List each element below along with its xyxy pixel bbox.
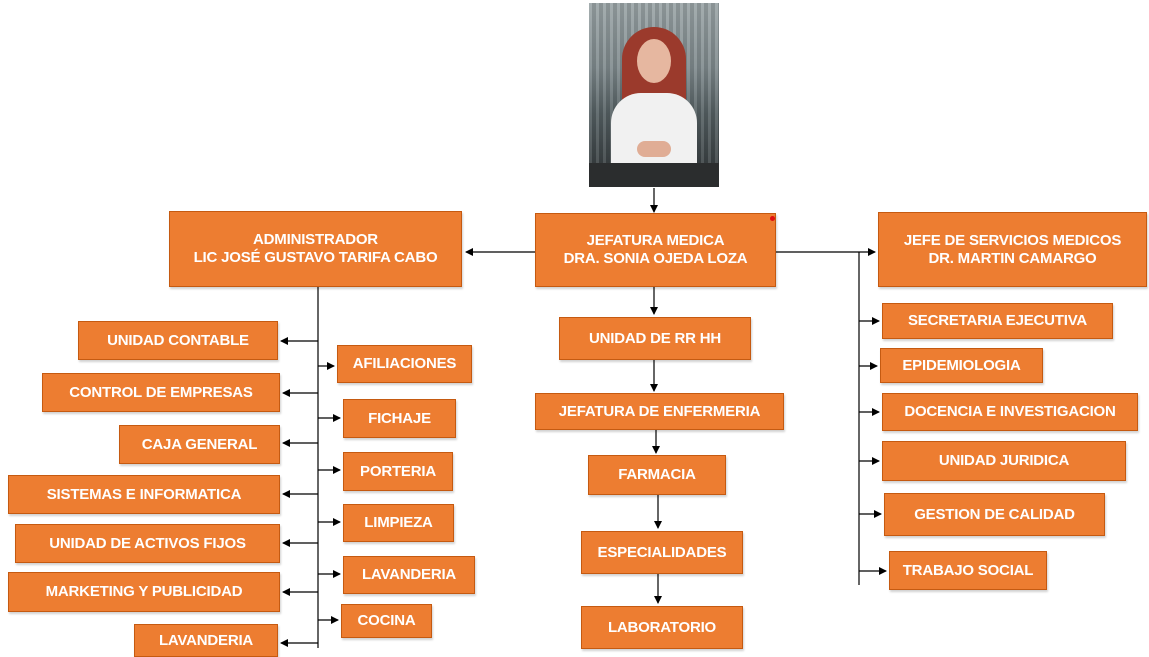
jefatura-title: JEFATURA MEDICA	[586, 232, 725, 249]
cocina-box: COCINA	[341, 604, 432, 638]
lavanderia-outer-box: LAVANDERIA	[134, 624, 278, 657]
gestion-calidad-box: GESTION DE CALIDAD	[884, 493, 1105, 536]
jefe-servicios-name: DR. MARTIN CAMARGO	[928, 249, 1097, 267]
portrait-photo	[589, 3, 719, 187]
caja-general-box: CAJA GENERAL	[119, 425, 280, 464]
administrador-name: LIC JOSÉ GUSTAVO TARIFA CABO	[193, 249, 438, 266]
unidad-contable-box: UNIDAD CONTABLE	[78, 321, 278, 360]
jefatura-name: DRA. SONIA OJEDA LOZA	[563, 250, 748, 267]
farmacia-box: FARMACIA	[588, 455, 726, 495]
trabajo-social-box: TRABAJO SOCIAL	[889, 551, 1047, 590]
limpieza-box: LIMPIEZA	[343, 504, 454, 542]
sistemas-informatica-box: SISTEMAS E INFORMATICA	[8, 475, 280, 514]
jefatura-enfermeria-box: JEFATURA DE ENFERMERIA	[535, 393, 784, 430]
laboratorio-box: LABORATORIO	[581, 606, 743, 649]
epidemiologia-box: EPIDEMIOLOGIA	[880, 348, 1043, 383]
administrador-box: ADMINISTRADOR LIC JOSÉ GUSTAVO TARIFA CA…	[169, 211, 462, 287]
jefe-servicios-medicos-box: JEFE DE SERVICIOS MEDICOS DR. MARTIN CAM…	[878, 212, 1147, 287]
lavanderia-inner-box: LAVANDERIA	[343, 556, 475, 594]
porteria-box: PORTERIA	[343, 452, 453, 491]
activos-fijos-box: UNIDAD DE ACTIVOS FIJOS	[15, 524, 280, 563]
unidad-juridica-box: UNIDAD JURIDICA	[882, 441, 1126, 481]
docencia-investigacion-box: DOCENCIA E INVESTIGACION	[882, 393, 1138, 431]
especialidades-box: ESPECIALIDADES	[581, 531, 743, 574]
red-marker-dot	[770, 216, 775, 221]
control-empresas-box: CONTROL DE EMPRESAS	[42, 373, 280, 412]
jefatura-medica-box: JEFATURA MEDICA DRA. SONIA OJEDA LOZA	[535, 213, 776, 287]
secretaria-ejecutiva-box: SECRETARIA EJECUTIVA	[882, 303, 1113, 339]
fichaje-box: FICHAJE	[343, 399, 456, 438]
marketing-publicidad-box: MARKETING Y PUBLICIDAD	[8, 572, 280, 612]
unidad-rrhh-box: UNIDAD DE RR HH	[559, 317, 751, 360]
afiliaciones-box: AFILIACIONES	[337, 345, 472, 383]
administrador-title: ADMINISTRADOR	[253, 231, 378, 248]
jefe-servicios-title: JEFE DE SERVICIOS MEDICOS	[903, 231, 1122, 249]
